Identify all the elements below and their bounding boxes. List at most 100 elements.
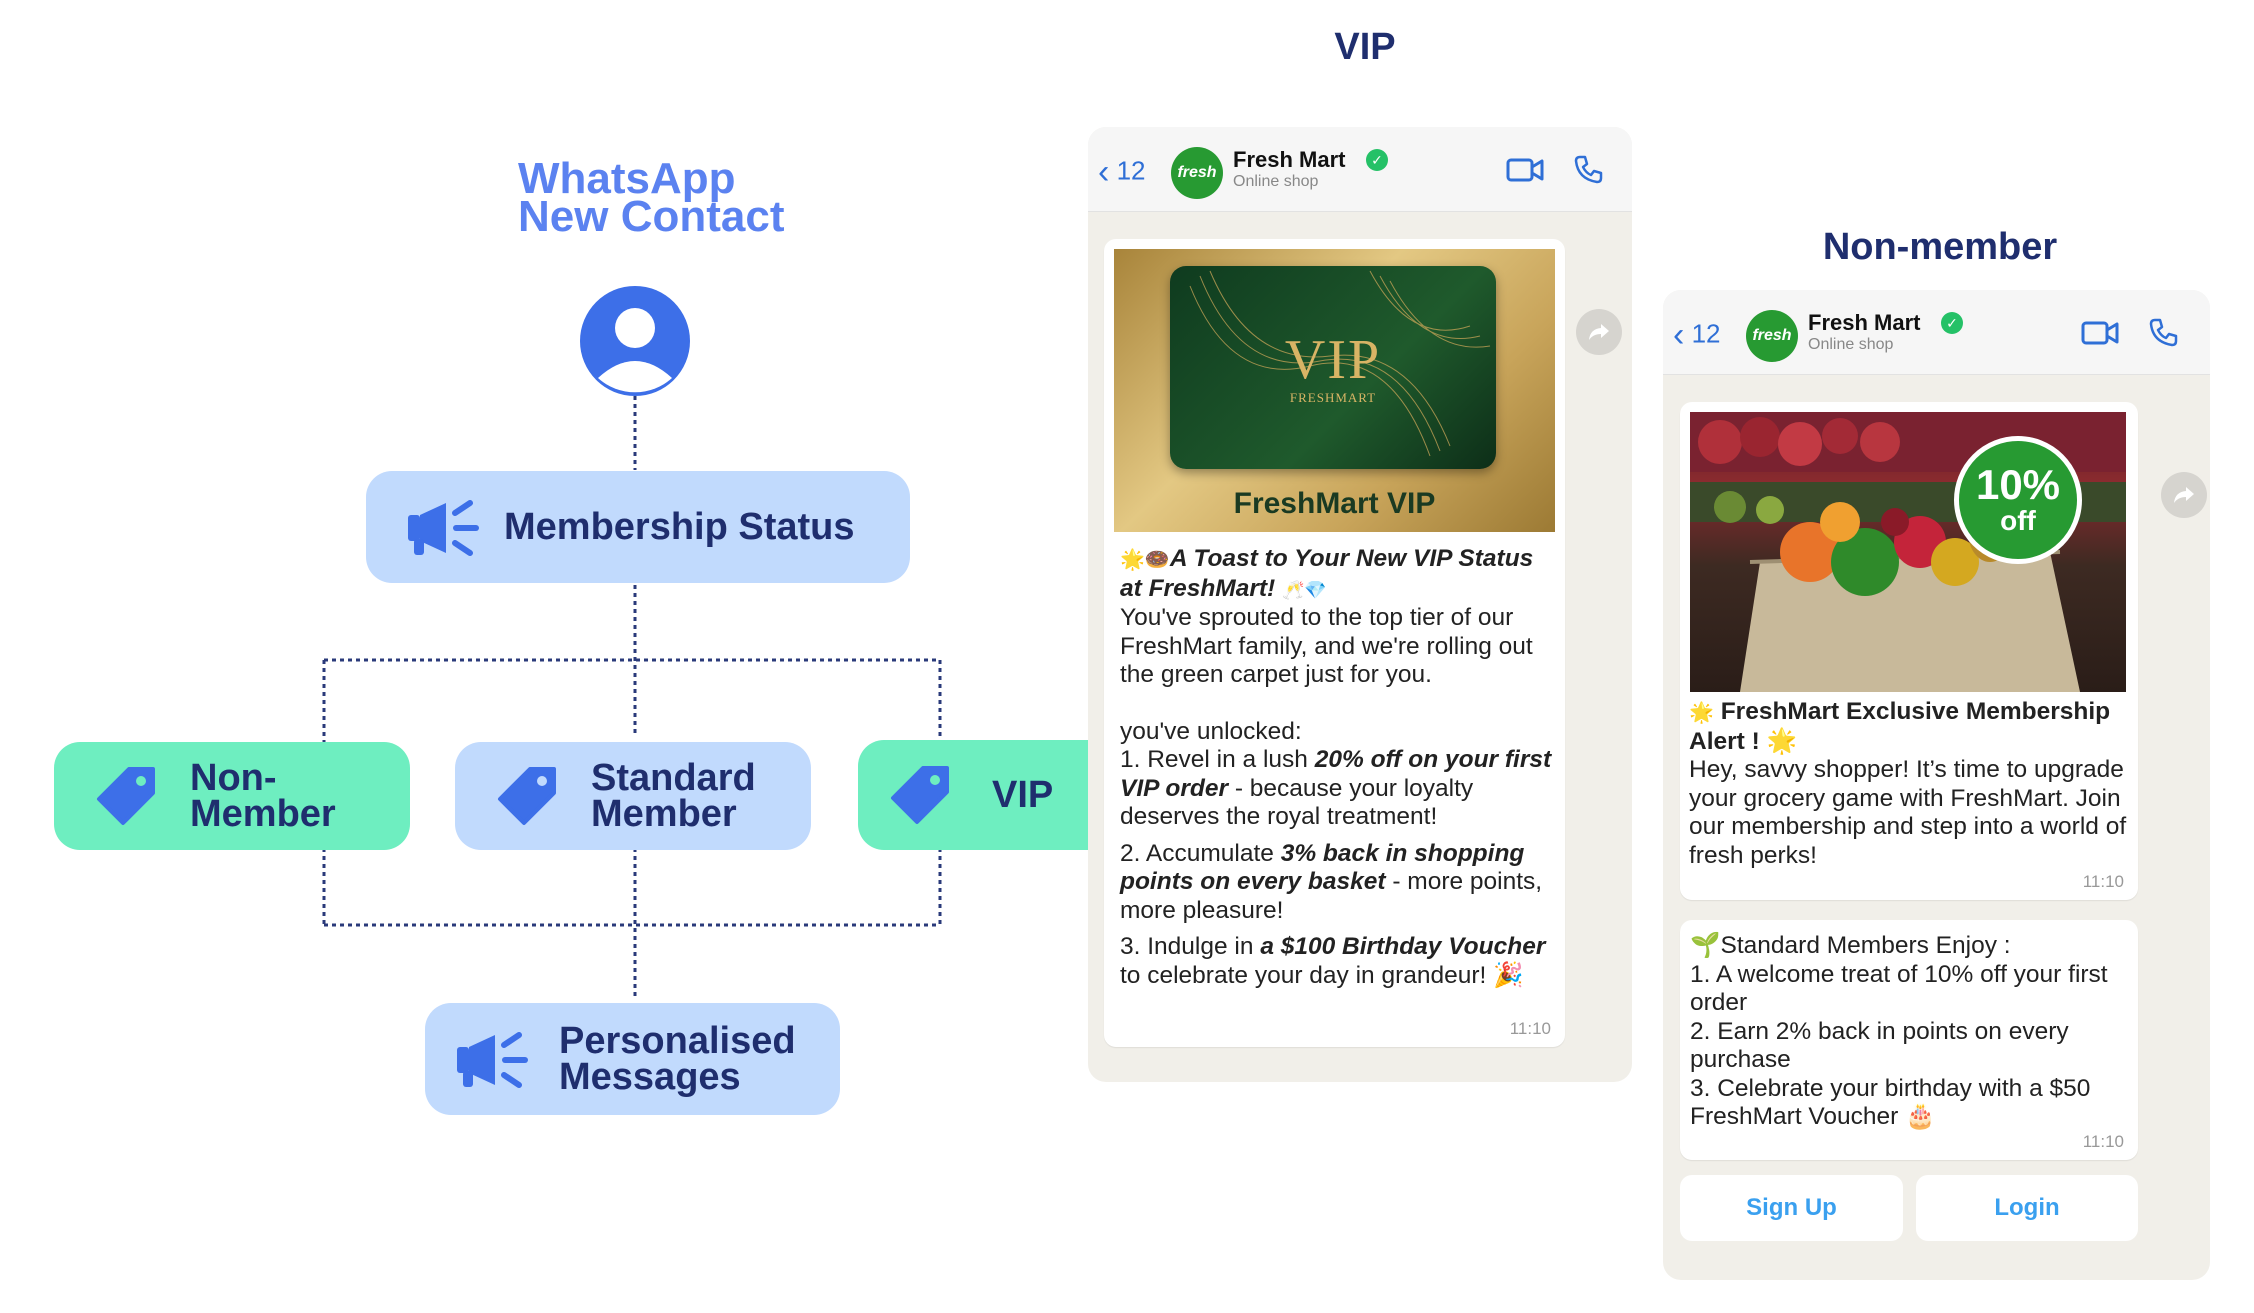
contact-name[interactable]: Fresh Mart (1808, 310, 1921, 335)
flow-heading-line2: New Contact (518, 192, 785, 241)
contact-subtitle: Online shop (1233, 173, 1319, 190)
phone-call-icon[interactable] (1574, 154, 1604, 184)
standard-label-line2: Member (591, 793, 737, 835)
chevron-left-icon: ‹ (1098, 153, 1110, 191)
back-button[interactable]: ‹ 12 (1673, 316, 1720, 355)
flow-heading-line1: WhatsApp (518, 154, 736, 203)
flow-heading: WhatsApp New Contact (518, 154, 785, 241)
tag-icon (888, 764, 952, 826)
standard-benefits-text: 🌱Standard Members Enjoy : 1. A welcome t… (1690, 932, 2130, 1132)
toast-gem-emoji: 🥂💎 (1282, 579, 1327, 600)
vip-item-3: 3. Indulge in a $100 Birthday Voucher to… (1120, 933, 1560, 990)
megaphone-icon (453, 1029, 533, 1089)
standard-label-line1: Standard (591, 757, 756, 799)
personalised-messages-label: Personalised Messages (559, 1020, 796, 1098)
nonmember-label-line2: Member (190, 793, 336, 835)
vip-item-2-bold: 3% back in shopping points on every bask… (1120, 839, 1525, 896)
gold-swirl-pattern (1189, 270, 1491, 457)
verified-check-icon: ✓ (1366, 149, 1388, 171)
vip-item-1-post: - because your loyalty deserves the roya… (1120, 774, 1474, 831)
nonmember-phone-title: Non-member (1822, 226, 2058, 268)
video-call-icon[interactable] (2081, 320, 2119, 346)
star-emoji: 🌟 (1689, 702, 1714, 724)
vip-node: VIP (858, 740, 1118, 850)
verified-check-icon: ✓ (1941, 312, 1963, 334)
chevron-left-icon: ‹ (1673, 316, 1685, 354)
phone-call-icon[interactable] (2149, 317, 2179, 347)
membership-status-label: Membership Status (504, 506, 855, 548)
vip-item-2-pre: 2. Accumulate (1120, 839, 1281, 867)
membership-status-node: Membership Status (366, 471, 910, 583)
login-button[interactable]: Login (1916, 1175, 2138, 1241)
flow-connectors (322, 396, 942, 1000)
vip-unlocked: you've unlocked: (1120, 717, 1302, 745)
vip-item-3-bold: a $100 Birthday Voucher (1260, 933, 1546, 960)
tag-icon (495, 765, 559, 827)
contact-name[interactable]: Fresh Mart (1233, 147, 1346, 172)
megaphone-icon (404, 497, 484, 557)
fresh-logo-avatar[interactable]: fresh (1171, 147, 1223, 199)
vip-card-caption: FreshMart VIP (1233, 487, 1436, 520)
discount-badge-pct: 10% (1975, 461, 2061, 508)
personalised-messages-node: Personalised Messages (425, 1003, 840, 1115)
nonmember-label: Non- Member (190, 757, 336, 835)
discount-badge-off: off (2000, 505, 2036, 536)
standard-benefit-1: 1. A welcome treat of 10% off your first… (1690, 960, 2108, 1017)
groceries-photo: 10% off (1690, 412, 2126, 692)
forward-icon[interactable] (2161, 472, 2207, 518)
standard-benefits-bubble: 🌱Standard Members Enjoy : 1. A welcome t… (1680, 920, 2138, 1160)
promo-headline: 🌟 FreshMart Exclusive Membership Alert !… (1689, 698, 2131, 756)
vip-message-time: 11:10 (1509, 1019, 1551, 1038)
promo-body: Hey, savvy shopper! It’s time to upgrade… (1689, 756, 2127, 869)
standard-benefits-title: 🌱Standard Members Enjoy : (1690, 932, 2011, 959)
vip-item-1-pre: 1. Revel in a lush (1120, 746, 1315, 773)
personalised-label-line2: Messages (559, 1056, 741, 1098)
standard-member-label: Standard Member (591, 757, 756, 835)
back-button[interactable]: ‹ 12 (1098, 153, 1145, 192)
promo-message-bubble: 10% off 🌟 FreshMart Exclusive Membership… (1680, 402, 2138, 900)
promo-message-time: 11:10 (2082, 872, 2124, 891)
vip-card-image: VIP FRESHMART FreshMart VIP (1114, 249, 1555, 532)
nonmember-chat-header: ‹ 12 fresh Fresh Mart ✓ Online shop (1663, 290, 2210, 375)
tag-icon (94, 765, 158, 827)
vip-item-3-pre: 3. Indulge in (1120, 933, 1261, 960)
nonmember-label-line1: Non- (190, 757, 277, 799)
sign-up-button[interactable]: Sign Up (1680, 1175, 1903, 1241)
promo-message-text: 🌟 FreshMart Exclusive Membership Alert !… (1689, 698, 2131, 870)
standard-message-time: 11:10 (2082, 1132, 2124, 1151)
vip-phone-title: VIP (1334, 26, 1396, 68)
vip-phone: ‹ 12 fresh Fresh Mart ✓ Online shop (1088, 127, 1632, 1082)
vip-headline: 🌟🍩A Toast to Your New VIP Status at Fres… (1120, 545, 1560, 604)
vip-chat-header: ‹ 12 fresh Fresh Mart ✓ Online shop (1088, 127, 1632, 212)
fresh-logo-avatar[interactable]: fresh (1746, 310, 1798, 362)
vip-message-bubble: VIP FRESHMART FreshMart VIP 🌟🍩A Toast to… (1104, 239, 1565, 1047)
personalised-label-line1: Personalised (559, 1020, 796, 1062)
vip-item-1-bold: 20% off on your first VIP order (1120, 746, 1552, 802)
vip-card-brand: FRESHMART (1289, 390, 1377, 405)
back-count: 12 (1691, 318, 1721, 349)
grocery-bag-illustration (1690, 412, 2126, 692)
vip-card: VIP FRESHMART (1170, 266, 1496, 469)
vip-card-title: VIP (1284, 329, 1382, 391)
vip-item-3-post: to celebrate your day in grandeur! 🎉 (1120, 961, 1524, 989)
vip-label: VIP (992, 774, 1054, 816)
forward-icon[interactable] (1576, 309, 1622, 355)
vip-item-1: 1. Revel in a lush 20% off on your first… (1120, 746, 1560, 832)
nonmember-node: Non- Member (54, 742, 410, 850)
standard-benefit-3: 3. Celebrate your birthday with a $50 Fr… (1690, 1074, 2091, 1131)
vip-intro: You've sprouted to the top tier of our F… (1120, 604, 1533, 688)
sparkle-donut-emoji: 🌟🍩 (1120, 549, 1170, 571)
vip-item-2: 2. Accumulate 3% back in shopping points… (1120, 840, 1560, 926)
vip-message-text: 🌟🍩A Toast to Your New VIP Status at Fres… (1120, 545, 1560, 990)
standard-member-node: Standard Member (455, 742, 811, 850)
contact-avatar-icon (580, 286, 690, 396)
discount-badge: 10% off (1954, 436, 2082, 564)
contact-subtitle: Online shop (1808, 336, 1894, 353)
video-call-icon[interactable] (1506, 157, 1544, 183)
vip-item-2-post: - more points, more pleasure! (1120, 868, 1543, 924)
standard-benefit-2: 2. Earn 2% back in points on every purch… (1690, 1017, 2069, 1074)
promo-headline-text: FreshMart Exclusive Membership Alert ! 🌟 (1689, 698, 2111, 755)
vip-headline-text: A Toast to Your New VIP Status at FreshM… (1120, 545, 1534, 602)
nonmember-phone: ‹ 12 fresh Fresh Mart ✓ Online shop (1663, 290, 2210, 1280)
back-count: 12 (1116, 155, 1146, 186)
